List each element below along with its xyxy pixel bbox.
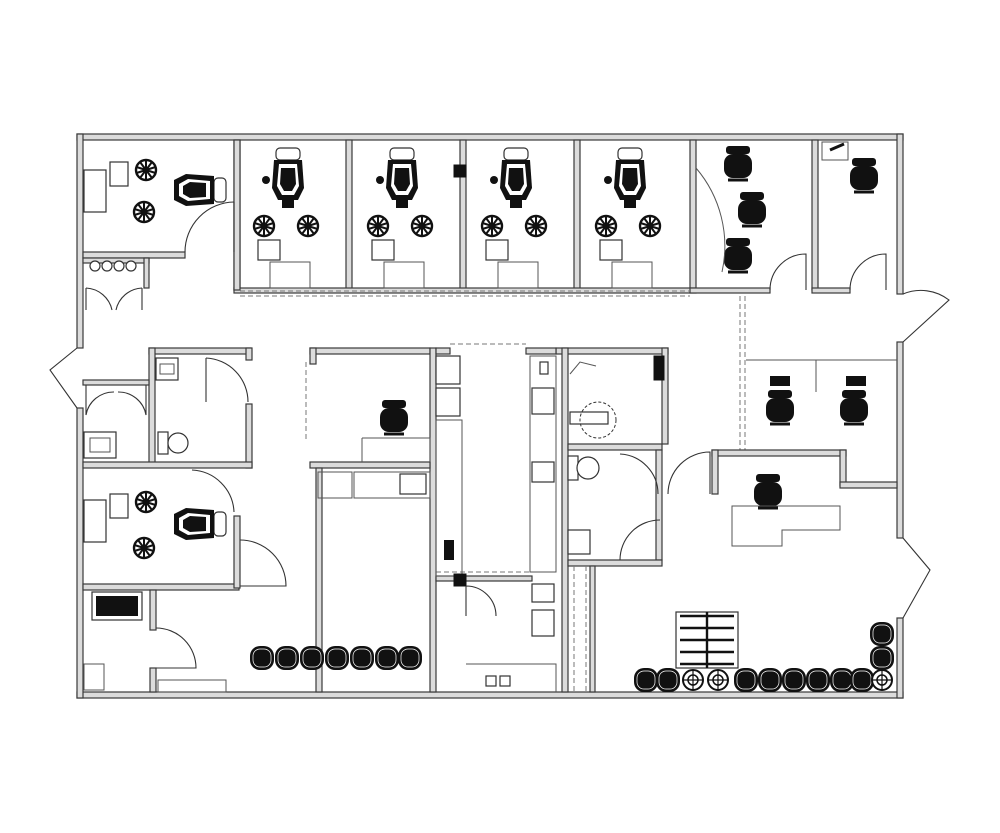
- treatment-room-top-left: [83, 158, 235, 253]
- treatment-bay-3: [480, 147, 548, 289]
- closet-top-left: [85, 260, 143, 311]
- equipment-room: [83, 591, 227, 693]
- office-top-right: [821, 141, 950, 343]
- restroom-center: [567, 355, 665, 561]
- left-walls: [82, 347, 253, 693]
- consult-room: [695, 144, 807, 291]
- right-entry-door: [902, 537, 931, 619]
- treatment-bay-4: [594, 147, 662, 289]
- sterilization-corridor: [435, 355, 557, 692]
- left-entry-door: [49, 347, 78, 409]
- waiting-room: [633, 611, 895, 693]
- top-dashed-overheads: [240, 290, 746, 450]
- closet-left: [83, 385, 147, 459]
- front-desk: [667, 376, 870, 547]
- right-walls: [711, 359, 898, 495]
- treatment-bay-1: [252, 147, 320, 289]
- restroom-left: [155, 357, 249, 455]
- treatment-bay-2: [366, 147, 434, 289]
- staff-lounge: [249, 398, 431, 671]
- exterior-walls: [76, 133, 904, 699]
- treatment-room-mid-left: [83, 469, 287, 587]
- center-walls: [309, 347, 669, 693]
